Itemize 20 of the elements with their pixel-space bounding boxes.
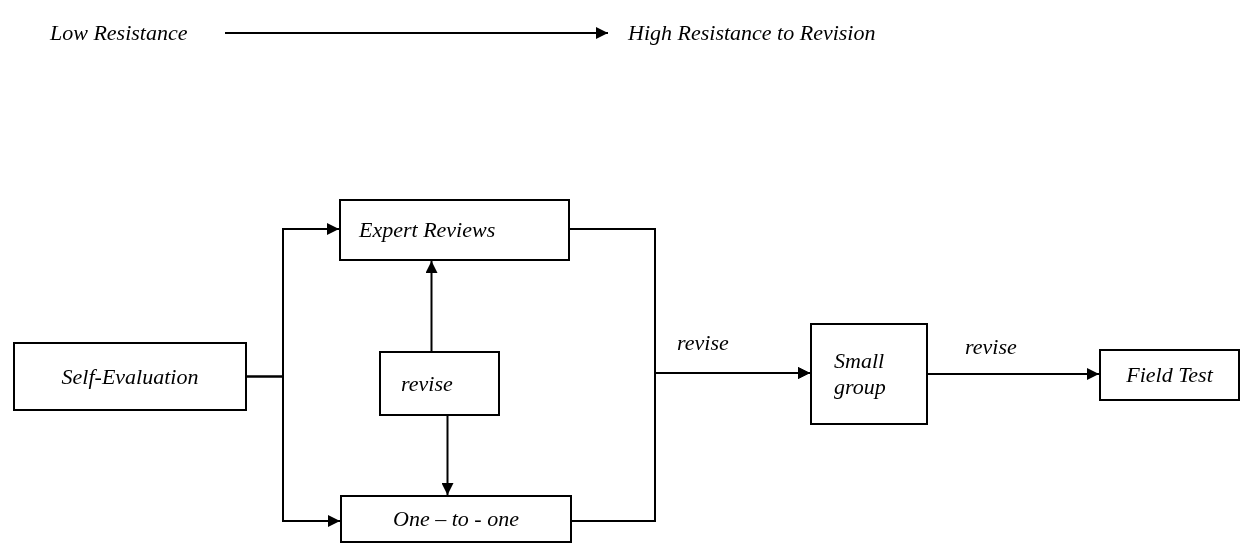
process-box — [340, 495, 572, 543]
arrow — [441, 415, 454, 496]
arrow — [927, 368, 1100, 380]
box-label: Field Test — [1126, 362, 1213, 388]
process-box — [1099, 349, 1240, 401]
arrow — [246, 375, 341, 527]
arrow — [425, 260, 438, 352]
process-box — [810, 323, 928, 425]
arrow — [571, 367, 811, 522]
scale-label: High Resistance to Revision — [628, 20, 876, 46]
box-label: revise — [401, 370, 453, 397]
box-label: One – to - one — [393, 506, 519, 532]
process-box — [339, 199, 570, 261]
box-label: Small group — [834, 348, 887, 400]
arrow — [224, 27, 609, 39]
process-box — [379, 351, 500, 416]
box-label: Self-Evaluation — [61, 363, 199, 390]
process-box — [13, 342, 247, 411]
scale-label: Low Resistance — [50, 20, 188, 46]
box-label: Expert Reviews — [359, 217, 496, 243]
